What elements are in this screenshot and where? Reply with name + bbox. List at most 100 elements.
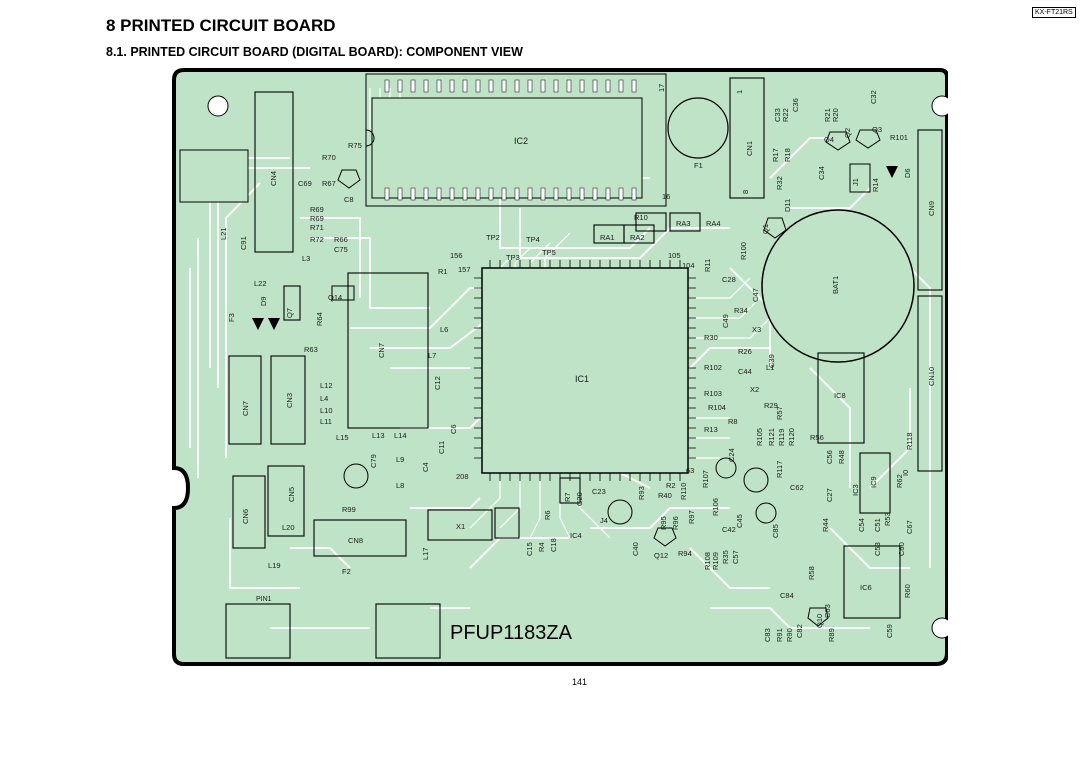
- connector-outlines: [225, 77, 943, 659]
- cn4-label: CN4: [269, 171, 278, 186]
- label: R70: [322, 153, 336, 162]
- label: Q2: [843, 128, 852, 138]
- label: R44: [821, 518, 830, 532]
- fuse-f1-outline: [667, 97, 729, 159]
- pcb-svg: IC2 IC1 IC3 IC4 IC6 IC8 IC9 X1 BAT1 CN4 …: [172, 68, 953, 666]
- label: 105: [668, 251, 681, 260]
- label: R29: [764, 401, 778, 410]
- label: C85: [771, 524, 780, 538]
- label: R121: [767, 428, 776, 446]
- ic1-pins: [474, 260, 696, 481]
- label: R102: [704, 363, 722, 372]
- ic1-body: [481, 267, 689, 474]
- label: R30: [704, 333, 718, 342]
- cn6-label: CN6: [241, 509, 250, 524]
- label: R109: [711, 552, 720, 570]
- label: C39: [767, 354, 776, 368]
- label: C82: [795, 624, 804, 638]
- label: Q10: [815, 614, 824, 628]
- cn7-left-label: CN7: [241, 401, 250, 416]
- label: F2: [342, 567, 351, 576]
- label: R35: [721, 550, 730, 564]
- label: C33: [773, 108, 782, 122]
- label: R21: [823, 108, 832, 122]
- label: I0: [901, 470, 910, 476]
- label: L4: [320, 394, 328, 403]
- label: C45: [735, 514, 744, 528]
- label: L11: [320, 417, 332, 426]
- ic2-notch: [365, 129, 375, 147]
- label: R8: [728, 417, 738, 426]
- label: R105: [755, 428, 764, 446]
- label: R66: [334, 235, 348, 244]
- label: L21: [219, 227, 228, 240]
- label: R62: [895, 474, 904, 488]
- label: X3: [752, 325, 761, 334]
- label: R69: [310, 205, 324, 214]
- cn5-label: CN5: [287, 487, 296, 502]
- part-number: PFUP1183ZA: [450, 622, 573, 644]
- label: Q3: [872, 125, 882, 134]
- label: L3: [302, 254, 310, 263]
- label: RA4: [706, 219, 721, 228]
- cn10-label: CN10: [927, 367, 936, 386]
- label: 208: [456, 472, 469, 481]
- label: R90: [785, 628, 794, 642]
- subsection-title: 8.1. PRINTED CIRCUIT BOARD (DIGITAL BOAR…: [106, 45, 523, 59]
- label: L14: [394, 431, 407, 440]
- label: R72: [310, 235, 324, 244]
- label: L6: [440, 325, 448, 334]
- label: R101: [890, 133, 908, 142]
- battery-outline: [761, 209, 915, 363]
- label: C40: [631, 542, 640, 556]
- cn9-label: CN9: [927, 201, 936, 216]
- label: R10: [634, 213, 648, 222]
- cn8-label: CN8: [348, 536, 363, 545]
- label: C91: [239, 236, 248, 250]
- label: C23: [592, 487, 606, 496]
- label: C11: [437, 441, 446, 454]
- label: 17: [657, 84, 666, 92]
- label: R6: [543, 510, 552, 520]
- label: C49: [721, 314, 730, 328]
- label: 8: [741, 190, 750, 194]
- label: C20: [575, 492, 584, 506]
- label: J4: [600, 516, 608, 525]
- label: L13: [372, 431, 385, 440]
- label: L19: [268, 561, 281, 570]
- label: R57: [775, 406, 784, 420]
- label: C84: [780, 591, 794, 600]
- label: TP3: [506, 253, 520, 262]
- label: J1: [851, 178, 860, 186]
- label: R93: [637, 486, 646, 500]
- label: R53: [883, 512, 892, 526]
- section-title: 8 PRINTED CIRCUIT BOARD: [106, 16, 336, 35]
- label: R118: [905, 433, 914, 450]
- label: L1: [766, 363, 774, 372]
- label: R119: [777, 429, 786, 446]
- label: C47: [751, 288, 760, 302]
- label: TP5: [542, 248, 556, 257]
- label: RA3: [676, 219, 691, 228]
- label: R64: [315, 312, 324, 326]
- label: R13: [704, 425, 718, 434]
- label: C6: [449, 424, 458, 434]
- mount-hole-br: [931, 617, 953, 639]
- label: R89: [827, 628, 836, 642]
- label: R106: [711, 498, 720, 516]
- label: C18: [549, 538, 558, 552]
- label: C54: [857, 518, 866, 532]
- label: R110: [679, 483, 688, 500]
- cn3-label: CN3: [285, 393, 294, 408]
- label: R96: [671, 516, 680, 530]
- label: R94: [678, 549, 692, 558]
- label: R107: [701, 470, 710, 488]
- label: R34: [734, 306, 748, 315]
- label: R75: [348, 141, 362, 150]
- label: C42: [722, 525, 736, 534]
- label: C53: [873, 542, 882, 556]
- mount-hole-tl: [207, 95, 229, 117]
- label: RA1: [600, 233, 615, 242]
- label: R26: [738, 347, 752, 356]
- label: R4: [537, 542, 546, 552]
